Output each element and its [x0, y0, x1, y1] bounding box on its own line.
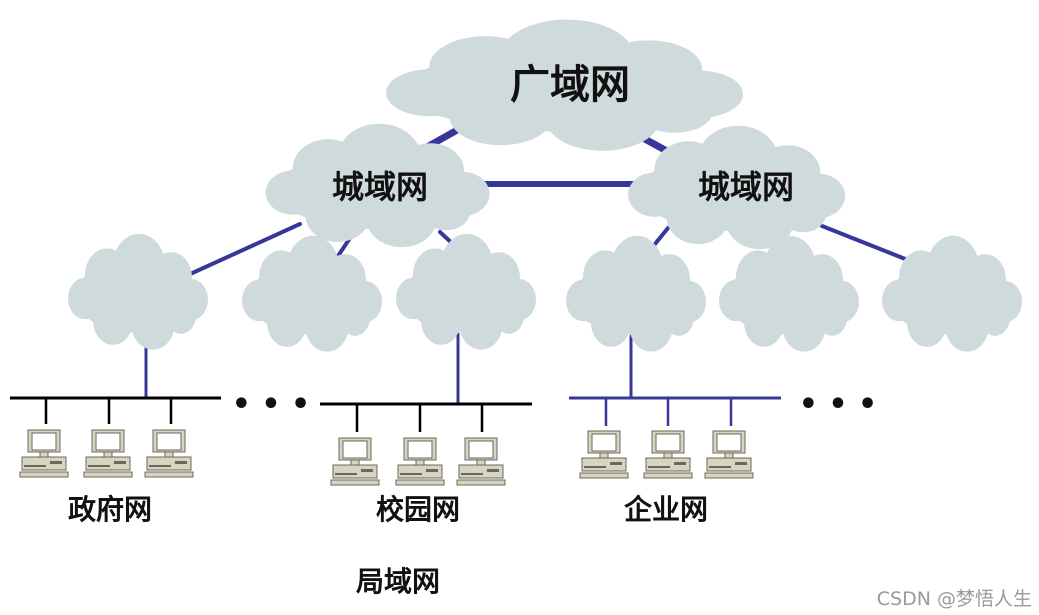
- lan-government-label: 政府网: [68, 493, 152, 526]
- access-cloud-2: [242, 235, 382, 352]
- ellipsis-right: • • •: [799, 387, 877, 422]
- computer-icon: [83, 429, 133, 478]
- lan-campus-label: 校园网: [376, 493, 460, 526]
- computer-icon: [704, 430, 754, 479]
- access-cloud-6: [882, 235, 1022, 352]
- lan-government: 政府网: [10, 396, 221, 526]
- wan-cloud: 广域网: [386, 19, 744, 151]
- computer-icon: [330, 437, 380, 486]
- access-cloud-1: [68, 233, 208, 350]
- computer-icon: [144, 429, 194, 478]
- link-man-left-cloud-1: [186, 222, 302, 277]
- access-cloud-4: [566, 235, 706, 352]
- watermark: CSDN @梦悟人生: [877, 588, 1032, 610]
- computer-icon: [579, 430, 629, 479]
- ellipsis-left: • • •: [232, 387, 310, 422]
- man-left-label: 城域网: [332, 168, 428, 206]
- man-cloud-right: 城域网: [628, 125, 846, 250]
- lan-caption: 局域网: [356, 565, 440, 598]
- access-cloud-5: [719, 235, 859, 352]
- computer-icon: [19, 429, 69, 478]
- access-cloud-3: [396, 233, 536, 350]
- access-clouds: [68, 233, 1022, 352]
- computer-icon: [395, 437, 445, 486]
- wan-label: 广域网: [510, 62, 630, 108]
- computer-icon: [456, 437, 506, 486]
- man-cloud-left: 城域网: [265, 123, 490, 248]
- lan-enterprise-label: 企业网: [624, 493, 708, 526]
- man-right-label: 城域网: [698, 168, 794, 206]
- computer-icon: [643, 430, 693, 479]
- lan-enterprise: 企业网: [569, 396, 781, 526]
- lan-campus: 校园网: [320, 402, 532, 526]
